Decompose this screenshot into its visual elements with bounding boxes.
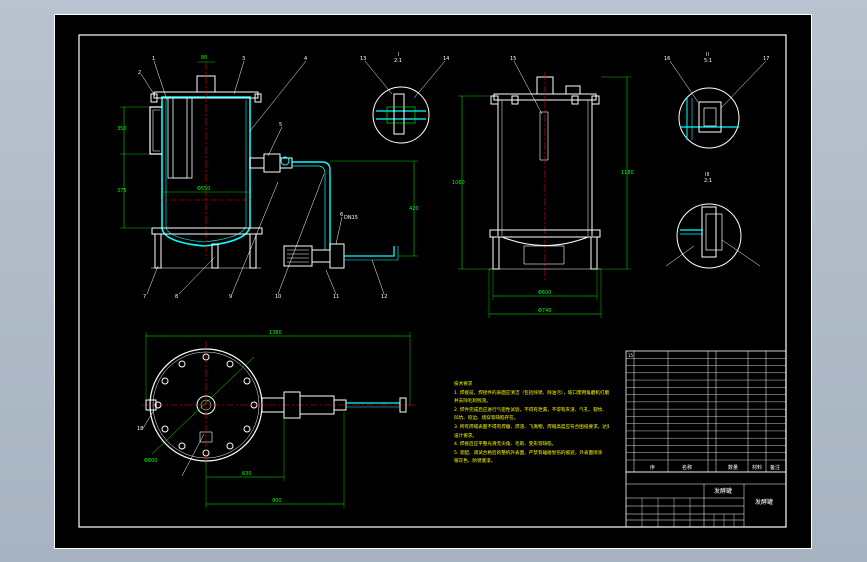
notes-line: 设计要求。 [454, 433, 477, 439]
title-block-drawing-title: 发酵罐 [755, 499, 774, 506]
balloon-1: 1 [152, 56, 156, 62]
dim-frame-inner: Φ600 [538, 290, 552, 296]
cad-drawing: 15 [54, 14, 812, 549]
detail-ii-label: II [706, 52, 709, 58]
dim-side-height: 1060 [452, 180, 465, 186]
balloon-3: 3 [242, 56, 246, 62]
drawing-sheet: 15 1 2 3 4 5 6 7 8 9 10 11 12 13 14 15 1… [54, 14, 812, 549]
drawing-frame [78, 34, 787, 528]
dim-body-width: Φ550 [197, 186, 211, 192]
balloon-10: 10 [275, 294, 282, 300]
balloon-2: 2 [138, 70, 142, 76]
dim-plan-mid: 630 [242, 471, 252, 477]
balloon-14: 14 [443, 56, 450, 62]
dim-plan-total: 1380 [269, 330, 282, 336]
dim-shell-upper: 350 [117, 126, 127, 132]
technical-notes: 技术要求 1. 焊接前，焊接件的表面应清洁（包括除锈、除油污），坡口需用角磨机打… [454, 381, 609, 467]
notes-line: 3. 所有焊缝表面不得有焊瘤、焊渣、飞溅物，焊缝高度应符合图纸要求，达到 [454, 424, 609, 430]
dim-plan-lower: 900 [272, 498, 282, 504]
front-view [120, 60, 418, 295]
dim-shell-lower: 375 [117, 188, 127, 194]
balloon-4: 4 [304, 56, 308, 62]
balloon-5: 5 [279, 122, 283, 128]
parts-header-material: 材料 [752, 465, 763, 471]
detail-ii [669, 60, 767, 149]
notes-line: 2. 焊件完成后应进行气密性试验，不得有泄漏，不得有夹渣、气孔、裂纹、 [454, 407, 607, 413]
notes-line: 凹坑、咬边、烧穿等缺陷存在。 [454, 416, 519, 422]
detail-ii-scale: 5:1 [704, 58, 713, 64]
notes-line: 4. 焊接后应平整光滑无尖角、毛刺、变形等缺陷。 [454, 442, 557, 448]
detail-i [364, 60, 446, 144]
balloon-11: 11 [333, 294, 340, 300]
balloon-7: 7 [143, 294, 147, 300]
detail-i-scale: 2:1 [394, 58, 403, 64]
dim-top-nozzle: 80 [201, 55, 208, 61]
notes-line: 1. 焊接前，焊接件的表面应清洁（包括除锈、除油污），坡口需用角磨机打磨平整 [454, 390, 609, 396]
dim-frame-outer: Φ740 [538, 308, 552, 314]
notes-line: 并去除毛刺残渣。 [454, 399, 491, 405]
parts-header-qty: 数量 [728, 465, 739, 471]
balloon-15: 15 [510, 56, 517, 62]
detail-iii-label: III [705, 172, 710, 178]
dim-motor: DN15 [344, 215, 358, 221]
sheet-edge [54, 14, 812, 549]
title-block [625, 471, 787, 528]
dim-plan-circle: Φ800 [144, 458, 158, 464]
detail-iii-scale: 2:1 [704, 178, 713, 184]
balloon-18: 18 [137, 426, 144, 432]
balloon-12: 12 [381, 294, 388, 300]
plan-view [141, 332, 416, 508]
balloon-6: 6 [340, 212, 344, 218]
title-block-name: 发酵罐 [714, 488, 733, 495]
dim-right-height: 1180 [621, 170, 634, 176]
side-view [458, 60, 631, 318]
detail-iii [665, 203, 761, 269]
balloon-16: 16 [664, 56, 671, 62]
detail-i-label: I [398, 52, 400, 58]
parts-list: 15 [625, 350, 787, 473]
notes-line: 5. 装配、调试合格后的整机外表面，严禁有磕碰划伤的痕迹，外表面喷涂 [454, 450, 603, 456]
parts-header-no: 序 [650, 465, 656, 471]
parts-header-remark: 备注 [770, 465, 781, 471]
balloon-17: 17 [763, 56, 770, 62]
dim-pipe-height: 420 [409, 206, 419, 212]
notes-title: 技术要求 [454, 382, 473, 387]
balloon-9: 9 [229, 294, 233, 300]
svg-text:15: 15 [628, 353, 634, 358]
balloon-13: 13 [360, 56, 367, 62]
notes-line: 银灰色、防锈底漆。 [454, 459, 496, 465]
parts-header-name: 名称 [682, 465, 693, 471]
balloon-8: 8 [175, 294, 179, 300]
